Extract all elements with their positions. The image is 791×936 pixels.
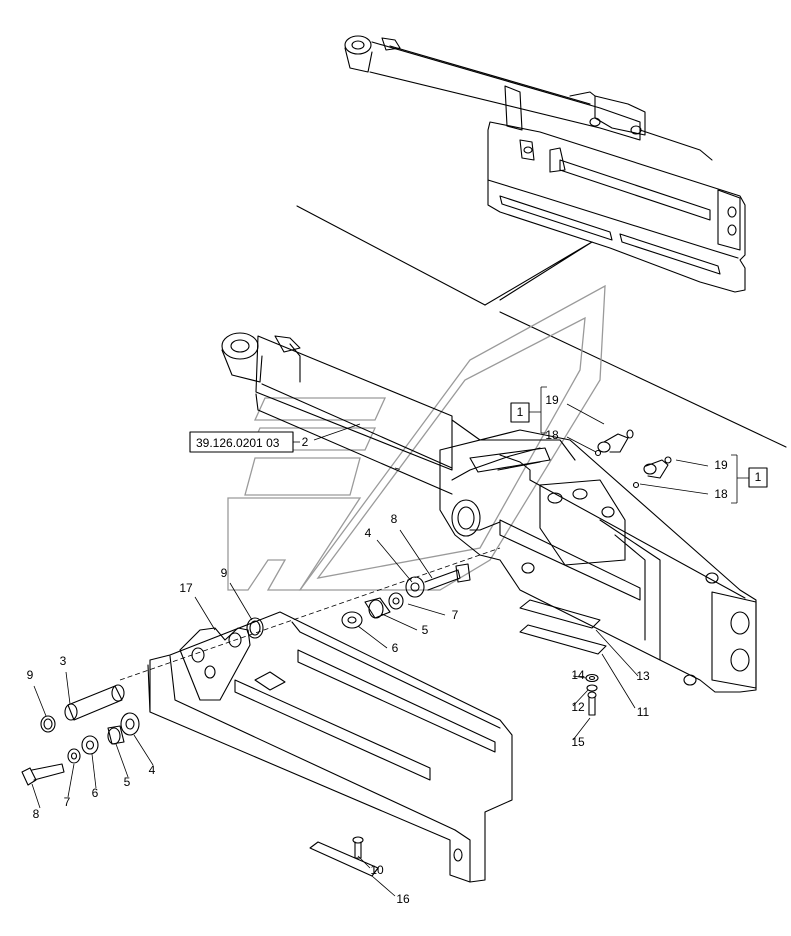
callout-c4b: 4 bbox=[149, 763, 156, 777]
callout-c4a: 4 bbox=[365, 526, 372, 540]
fitting-lower bbox=[632, 456, 672, 489]
bracket-lower bbox=[731, 454, 749, 504]
callout-c19b: 19 bbox=[714, 458, 728, 472]
cylinder-part-2 bbox=[221, 332, 453, 495]
callout-c18b: 18 bbox=[714, 487, 728, 501]
wear-strips bbox=[519, 599, 607, 655]
callout-c14: 14 bbox=[571, 668, 585, 682]
bracket-part-17 bbox=[179, 627, 251, 701]
slide-rail bbox=[147, 611, 513, 883]
callout-c11: 11 bbox=[637, 705, 650, 719]
callout-c16: 16 bbox=[396, 892, 410, 906]
callout-c8b: 8 bbox=[33, 807, 40, 821]
section-lines bbox=[296, 205, 787, 448]
strip-and-bolt-bottom bbox=[309, 836, 379, 877]
callout-c7b: 7 bbox=[64, 795, 71, 809]
main-frame bbox=[439, 419, 757, 693]
callout-c8a: 8 bbox=[391, 512, 398, 526]
leader-lines bbox=[31, 403, 709, 897]
callout-c6a: 6 bbox=[392, 641, 399, 655]
callout-box-lower bbox=[748, 467, 768, 488]
callout-c3: 3 bbox=[60, 654, 67, 668]
reference-code: 39.126.0201 03 bbox=[196, 436, 280, 450]
callout-c18a: 18 bbox=[545, 428, 559, 442]
callout-c9b: 9 bbox=[27, 668, 34, 682]
callout-c12: 12 bbox=[571, 700, 585, 714]
snap-ring-upper bbox=[246, 617, 264, 639]
callout-c15: 15 bbox=[571, 735, 585, 749]
overview-assembly bbox=[344, 35, 746, 293]
callout-c7a: 7 bbox=[452, 608, 459, 622]
callout-c19a: 19 bbox=[545, 393, 559, 407]
callout-c17: 17 bbox=[179, 581, 193, 595]
fitting-upper bbox=[594, 429, 634, 457]
callout-box-upper bbox=[510, 402, 530, 423]
reference-box: 39.126.0201 03 bbox=[189, 431, 300, 453]
callout-c2: 2 bbox=[302, 435, 309, 449]
callout-c13: 13 bbox=[636, 669, 650, 683]
callout-c1b: 1 bbox=[755, 470, 762, 484]
callout-c5b: 5 bbox=[124, 775, 131, 789]
callout-c9a: 9 bbox=[221, 566, 228, 580]
bolt-set-right bbox=[585, 673, 599, 716]
pin-set-left bbox=[21, 684, 140, 786]
callout-c1: 1 bbox=[517, 405, 524, 419]
callout-c6b: 6 bbox=[92, 786, 99, 800]
callout-c5a: 5 bbox=[422, 623, 429, 637]
pin-set-right bbox=[341, 563, 471, 629]
bracket-upper bbox=[529, 386, 547, 434]
callout-c10: 10 bbox=[370, 863, 384, 877]
